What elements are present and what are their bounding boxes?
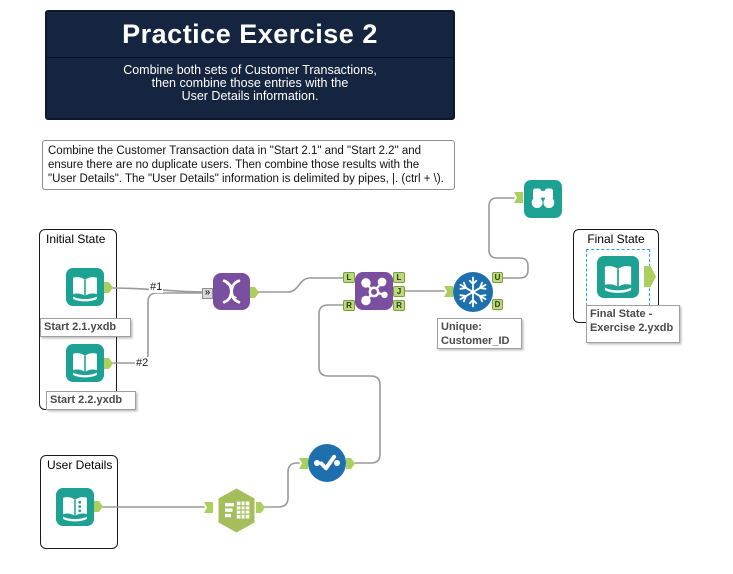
join-molecule-icon xyxy=(361,277,388,306)
page-title: Practice Exercise 2 xyxy=(122,19,378,49)
select-tool[interactable] xyxy=(308,444,346,482)
book-icon xyxy=(73,277,97,302)
unique-annotation-line1: Unique: xyxy=(441,321,482,333)
start21-annotation[interactable]: Start 2.1.yxdb xyxy=(40,318,131,337)
unique-output-dup-anchor[interactable]: D xyxy=(492,299,503,310)
join-output-right-anchor[interactable]: R xyxy=(393,300,405,311)
select-output-anchor[interactable] xyxy=(346,458,355,469)
connection-unique-browse[interactable] xyxy=(488,197,529,279)
start22-output-anchor[interactable] xyxy=(104,358,113,369)
binoculars-icon xyxy=(531,188,555,209)
start22-annotation[interactable]: Start 2.2.yxdb xyxy=(46,391,136,410)
join-input-right-anchor[interactable]: R xyxy=(343,300,355,311)
input-tool-start22[interactable] xyxy=(66,344,104,382)
join-input-left-anchor[interactable]: L xyxy=(343,272,355,283)
texttocolumns-output-anchor[interactable] xyxy=(256,502,265,513)
unique-tool[interactable] xyxy=(453,272,493,312)
browse-input-anchor[interactable] xyxy=(514,192,523,203)
snowflake-icon xyxy=(459,276,487,308)
texttocolumns-input-anchor[interactable] xyxy=(204,502,213,513)
final-state-output-anchor[interactable] xyxy=(644,266,656,287)
container-user-details-label: User Details xyxy=(47,458,113,472)
union-multi-input-marker[interactable]: » xyxy=(202,288,213,299)
final-annotation-line1: Final State - xyxy=(590,308,653,320)
connection-texttocolumns-select[interactable] xyxy=(264,462,300,508)
select-check-icon xyxy=(313,454,341,471)
book-icon xyxy=(73,353,97,378)
start21-output-anchor[interactable] xyxy=(104,282,113,293)
union-tool[interactable] xyxy=(213,273,250,310)
input-tool-start21[interactable] xyxy=(66,268,104,306)
unique-annotation[interactable]: Unique: Customer_ID xyxy=(437,318,522,349)
connection-union-join[interactable] xyxy=(258,277,344,293)
header-subtitle-line2: then combine those entries with the xyxy=(151,76,349,90)
input-tool-user-details[interactable] xyxy=(56,488,94,526)
final-state-annotation[interactable]: Final State - Exercise 2.yxdb xyxy=(586,305,680,343)
browse-tool[interactable] xyxy=(524,180,562,218)
join-output-left-anchor[interactable]: L xyxy=(393,272,405,283)
final-annotation-line2: Exercise 2.yxdb xyxy=(590,322,674,334)
user-details-output-anchor[interactable] xyxy=(94,501,103,512)
header-divider xyxy=(47,57,453,58)
container-initial-state-label: Initial State xyxy=(46,232,106,246)
book-with-dots-icon xyxy=(63,497,87,522)
input-tool-final-state[interactable] xyxy=(597,256,639,298)
header-subtitle-line1: Combine both sets of Customer Transactio… xyxy=(123,63,377,77)
select-input-anchor[interactable] xyxy=(299,458,308,469)
unique-annotation-line2: Customer_ID xyxy=(441,335,510,347)
connection-select-join[interactable] xyxy=(318,304,381,464)
instruction-comment[interactable]: Combine the Customer Transaction data in… xyxy=(42,140,455,190)
text-to-columns-icon xyxy=(218,488,255,533)
connection-label-2[interactable]: #2 xyxy=(135,357,150,369)
join-tool[interactable] xyxy=(355,272,393,310)
header-comment[interactable]: Practice Exercise 2 Combine both sets of… xyxy=(45,10,455,120)
unique-input-anchor[interactable] xyxy=(444,286,453,297)
header-subtitle-line3: User Details information. xyxy=(181,89,319,103)
container-final-state-label: Final State xyxy=(587,232,645,246)
dna-union-icon xyxy=(222,279,241,304)
text-to-columns-tool[interactable] xyxy=(218,488,255,533)
connection-label-1[interactable]: #1 xyxy=(149,281,164,293)
join-output-join-anchor[interactable]: J xyxy=(393,286,405,297)
unique-output-unique-anchor[interactable]: U xyxy=(492,272,503,283)
instruction-text: Combine the Customer Transaction data in… xyxy=(48,145,444,186)
union-output-anchor[interactable] xyxy=(250,287,259,298)
book-icon xyxy=(604,266,632,293)
